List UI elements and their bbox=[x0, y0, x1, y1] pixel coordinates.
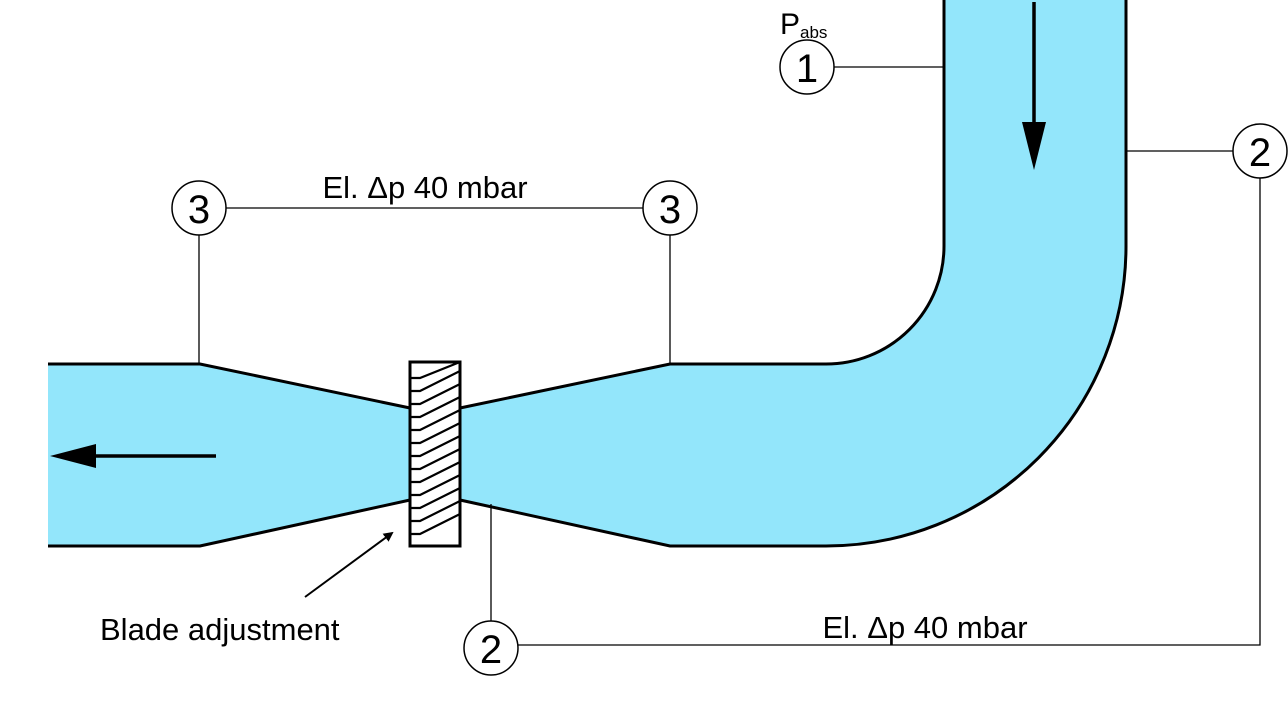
duct-walls bbox=[48, 0, 1128, 548]
hatch-line bbox=[410, 409, 461, 432]
hatch-line bbox=[410, 448, 461, 471]
hatch-line bbox=[410, 487, 461, 510]
hatch-line bbox=[410, 474, 461, 497]
hatch-line bbox=[410, 396, 461, 419]
blade-adjustment-label: Blade adjustment bbox=[100, 612, 340, 647]
point-3a-circle bbox=[171, 180, 227, 236]
point-3b-circle bbox=[642, 180, 698, 236]
measurement-lines bbox=[198, 66, 1261, 646]
pabs-main: P bbox=[780, 8, 800, 41]
point-2b-circle bbox=[463, 620, 519, 676]
dp-upper-label: El. Δp 40 mbar bbox=[322, 170, 527, 205]
point-2a-label: 2 bbox=[1249, 131, 1271, 175]
inlet-elbow-duct bbox=[460, 0, 1126, 546]
hatch-line bbox=[410, 435, 461, 458]
hatch-line bbox=[410, 422, 461, 445]
hatch-line bbox=[410, 513, 461, 536]
point-1-circle bbox=[779, 39, 835, 95]
point-3a-label: 3 bbox=[188, 188, 210, 232]
hatch-line bbox=[410, 360, 461, 380]
hatch-line bbox=[410, 500, 461, 523]
flow-arrows bbox=[50, 2, 1046, 468]
outlet-duct bbox=[48, 364, 410, 546]
pabs-sub: abs bbox=[800, 23, 827, 42]
duct bbox=[48, 0, 1128, 548]
point-3b-label: 3 bbox=[659, 188, 681, 232]
hatch-line bbox=[410, 383, 461, 406]
point-2a-circle bbox=[1232, 123, 1288, 179]
dp-lower-label: El. Δp 40 mbar bbox=[822, 610, 1027, 645]
hatch-line bbox=[410, 461, 461, 484]
point-1-label: 1 bbox=[796, 47, 818, 91]
measurement-point-circles bbox=[171, 39, 1288, 676]
pabs-label: Pabs bbox=[780, 8, 827, 42]
blade-adjustment-damper bbox=[408, 360, 462, 548]
hatch-line bbox=[410, 370, 461, 393]
point-2b-label: 2 bbox=[480, 628, 502, 672]
